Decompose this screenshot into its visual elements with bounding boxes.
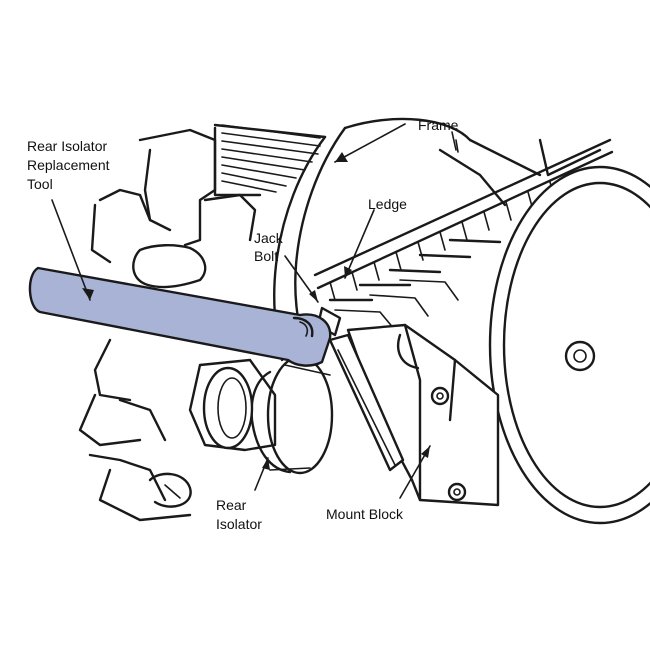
mount-block xyxy=(346,323,500,507)
label-ledge: Ledge xyxy=(368,196,407,212)
leader-lines xyxy=(51,123,459,499)
replacement-tool xyxy=(28,266,332,367)
rear-isolator xyxy=(188,355,334,475)
frame-member xyxy=(273,117,602,362)
pulley-wheel xyxy=(488,165,650,525)
label-mount-block: Mount Block xyxy=(326,506,404,522)
label-tool-line3: Tool xyxy=(27,176,53,192)
label-jack-line2: Bolt xyxy=(254,248,279,264)
tool-body xyxy=(28,266,332,367)
label-isolator-line2: Isolator xyxy=(216,516,262,532)
label-frame: Frame xyxy=(418,117,459,133)
radiator-fins xyxy=(213,123,327,197)
label-tool-line2: Replacement xyxy=(27,157,110,173)
toothed-belt xyxy=(313,138,614,331)
label-tool-line1: Rear Isolator xyxy=(27,138,108,154)
label-isolator-line1: Rear xyxy=(216,497,247,513)
label-jack-line1: Jack xyxy=(254,230,283,246)
engine-background xyxy=(78,128,257,522)
